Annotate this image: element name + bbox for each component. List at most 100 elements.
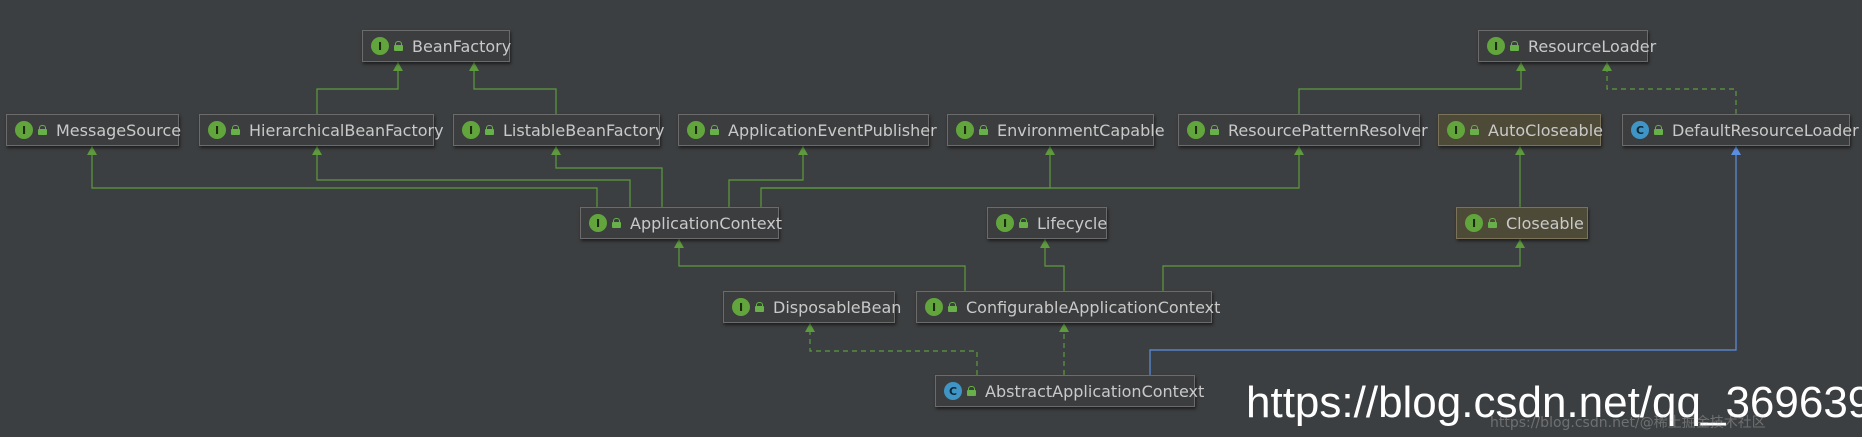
arrowhead-AutoCloseable [1515,146,1525,155]
edge-ApplicationContext-to-EnvironmentCapable [760,146,1051,207]
class-node-resource-loader[interactable]: I ResourceLoader [1478,30,1656,62]
edge-ApplicationContext-to-MessageSource [91,146,598,207]
class-node-application-event-publisher[interactable]: I ApplicationEventPublisher [678,114,937,146]
arrowhead-BeanFactory [393,62,403,71]
class-node-label: AbstractApplicationContext [985,381,1205,401]
class-node-lifecycle[interactable]: I Lifecycle [987,207,1107,239]
edge-ConfigurableApplicationContext-to-ApplicationContext [678,239,966,291]
arrowhead-MessageSource [87,146,97,155]
public-access-icon [948,302,957,312]
class-node-label: EnvironmentCapable [997,120,1165,140]
public-access-icon [967,386,976,396]
class-node-label: MessageSource [56,120,182,140]
public-access-icon [38,125,47,135]
edge-HierarchicalBeanFactory-to-BeanFactory [316,62,399,114]
edge-ConfigurableApplicationContext-to-Closeable [1162,239,1521,291]
class-node-disposable-bean[interactable]: I DisposableBean [723,291,901,323]
watermark-url: https://blog.csdn.net/qq_36963950 [1246,378,1862,427]
edge-ApplicationContext-to-ResourcePatternResolver [761,146,1300,189]
public-access-icon [1654,125,1663,135]
arrowhead-HierarchicalBeanFactory [312,146,322,155]
class-node-label: HierarchicalBeanFactory [249,120,444,140]
class-node-application-context[interactable]: I ApplicationContext [580,207,783,239]
class-node-closeable[interactable]: I Closeable [1456,207,1588,239]
class-node-label: ApplicationEventPublisher [728,120,937,140]
class-icon: C [944,382,962,400]
class-node-label: AutoCloseable [1488,120,1603,140]
interface-icon: I [1487,37,1505,55]
interface-icon: I [208,121,226,139]
interface-icon: I [462,121,480,139]
class-node-label: Closeable [1506,213,1584,233]
interface-icon: I [1187,121,1205,139]
public-access-icon [394,41,403,51]
public-access-icon [485,125,494,135]
arrowhead-ResourceLoader [1602,62,1612,71]
class-node-label: ListableBeanFactory [503,120,665,140]
public-access-icon [231,125,240,135]
arrowhead-Lifecycle [1040,239,1050,248]
edge-ConfigurableApplicationContext-to-Lifecycle [1044,239,1065,291]
class-node-hierarchical-bean-factory[interactable]: I HierarchicalBeanFactory [199,114,444,146]
class-node-message-source[interactable]: I MessageSource [6,114,182,146]
interface-icon: I [1465,214,1483,232]
edge-AbstractApplicationContext-to-DisposableBean [809,323,978,375]
edge-ApplicationContext-to-ApplicationEventPublisher [728,146,804,207]
public-access-icon [1470,125,1479,135]
edge-ListableBeanFactory-to-BeanFactory [473,62,557,114]
edge-DefaultResourceLoader-to-ResourceLoader [1606,62,1737,114]
public-access-icon [1019,218,1028,228]
arrowhead-ResourcePatternResolver [1294,146,1304,155]
class-node-environment-capable[interactable]: I EnvironmentCapable [947,114,1165,146]
arrowhead-ResourceLoader [1516,62,1526,71]
arrowhead-Closeable [1515,239,1525,248]
public-access-icon [612,218,621,228]
interface-icon: I [589,214,607,232]
public-access-icon [1210,125,1219,135]
public-access-icon [1488,218,1497,228]
class-node-auto-closeable[interactable]: I AutoCloseable [1438,114,1603,146]
arrowhead-ConfigurableApplicationContext [1059,323,1069,332]
class-node-label: ApplicationContext [630,213,783,233]
class-node-default-resource-loader[interactable]: C DefaultResourceLoader [1622,114,1859,146]
interface-icon: I [956,121,974,139]
class-node-label: ResourcePatternResolver [1228,120,1428,140]
class-node-label: ResourceLoader [1528,36,1657,56]
arrowhead-DisposableBean [805,323,815,332]
arrowhead-EnvironmentCapable [1045,146,1055,155]
edge-ApplicationContext-to-HierarchicalBeanFactory [316,146,631,207]
class-node-abstract-application-context[interactable]: C AbstractApplicationContext [935,375,1204,407]
arrowhead-BeanFactory [469,62,479,71]
interface-icon: I [1447,121,1465,139]
class-node-label: DefaultResourceLoader [1672,120,1859,140]
edge-ResourcePatternResolver-to-ResourceLoader [1298,62,1522,114]
edge-AbstractApplicationContext-to-DefaultResourceLoader [1149,146,1737,375]
class-icon: C [1631,121,1649,139]
arrowhead-ListableBeanFactory [551,146,561,155]
interface-icon: I [925,298,943,316]
class-node-label: BeanFactory [412,36,512,56]
arrowhead-DefaultResourceLoader [1731,146,1741,155]
class-node-label: Lifecycle [1037,213,1108,233]
class-node-resource-pattern-resolver[interactable]: I ResourcePatternResolver [1178,114,1428,146]
class-node-configurable-application-context[interactable]: I ConfigurableApplicationContext [916,291,1220,323]
arrowhead-ApplicationEventPublisher [798,146,808,155]
public-access-icon [979,125,988,135]
interface-icon: I [371,37,389,55]
interface-icon: I [732,298,750,316]
edge-ApplicationContext-to-ListableBeanFactory [555,146,663,207]
interface-icon: I [687,121,705,139]
arrowhead-ApplicationContext [674,239,684,248]
class-node-label: ConfigurableApplicationContext [966,297,1221,317]
public-access-icon [710,125,719,135]
class-node-listable-bean-factory[interactable]: I ListableBeanFactory [453,114,664,146]
interface-icon: I [996,214,1014,232]
public-access-icon [755,302,764,312]
interface-icon: I [15,121,33,139]
class-node-label: DisposableBean [773,297,902,317]
public-access-icon [1510,41,1519,51]
watermark-secondary: https://blog.csdn.net/@稀土掘金技术社区 [1490,415,1766,431]
class-node-bean-factory[interactable]: I BeanFactory [362,30,512,62]
